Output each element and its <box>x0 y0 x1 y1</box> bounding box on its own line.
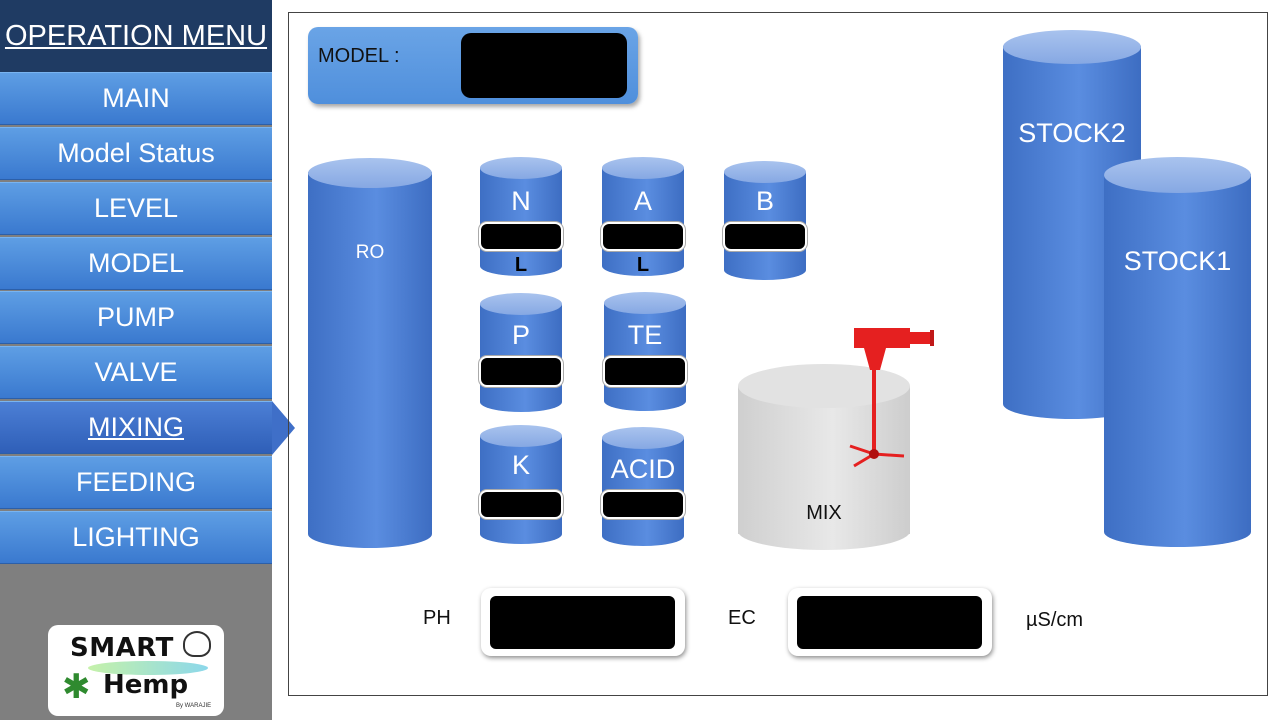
a-tank-level-indicator: L <box>636 254 650 276</box>
mixer-agitator-icon[interactable] <box>846 324 938 472</box>
menu-item-model-status[interactable]: Model Status <box>0 127 272 180</box>
a-tank-bottom <box>602 256 684 276</box>
hemp-leaf-icon: ✱ <box>62 668 91 706</box>
n-tank-display <box>481 224 561 249</box>
ph-readout <box>481 588 685 656</box>
te-tank[interactable]: TE <box>604 292 686 411</box>
menu-title: OPERATION MENU <box>0 0 272 72</box>
ro-tank-top <box>308 158 432 188</box>
te-tank-bottom <box>604 391 686 411</box>
p-tank-label: P <box>511 320 530 350</box>
acid-tank-label: ACID <box>610 454 676 484</box>
stock1-tank-top <box>1104 157 1251 193</box>
n-tank-label: N <box>511 186 531 216</box>
menu-item-model[interactable]: MODEL <box>0 237 272 290</box>
menu-item-mixing[interactable]: MIXING <box>0 401 272 454</box>
k-tank-label: K <box>511 450 530 480</box>
mix-tank[interactable]: MIX <box>738 364 910 550</box>
k-tank-top <box>480 425 562 447</box>
logo-byline: By WARAJIE <box>176 703 212 709</box>
p-tank-top <box>480 293 562 315</box>
ro-tank-bottom <box>308 520 432 548</box>
flexed-arm-icon <box>183 631 211 657</box>
menu-item-valve[interactable]: VALVE <box>0 346 272 399</box>
te-tank-top <box>604 292 686 314</box>
a-tank-top <box>602 157 684 179</box>
logo-line2: Hemp <box>103 670 189 700</box>
model-label: MODEL : <box>318 45 400 67</box>
b-tank-display <box>725 224 805 249</box>
ec-display <box>797 596 982 649</box>
smart-hemp-logo: SMART ✱ Hemp By WARAJIE <box>48 625 224 716</box>
b-tank[interactable]: B <box>724 161 806 280</box>
b-tank-bottom <box>724 260 806 280</box>
acid-tank[interactable]: ACID <box>602 427 684 546</box>
ro-tank[interactable]: RO <box>308 158 432 548</box>
n-tank-level-indicator: L <box>514 254 528 276</box>
n-tank-bottom <box>480 256 562 276</box>
mix-tank-body <box>738 386 910 534</box>
mix-tank-bottom <box>738 512 910 550</box>
stock1-tank-label: STOCK1 <box>1123 246 1232 276</box>
menu-item-feeding[interactable]: FEEDING <box>0 456 272 509</box>
p-tank[interactable]: P <box>480 293 562 412</box>
ec-label: EC <box>728 607 756 629</box>
k-tank-display <box>481 492 561 517</box>
mixing-panel <box>288 12 1268 696</box>
menu-item-lighting[interactable]: LIGHTING <box>0 511 272 564</box>
acid-tank-top <box>602 427 684 449</box>
stock2-tank-label: STOCK2 <box>1018 118 1126 148</box>
p-tank-display <box>481 358 561 385</box>
mix-tank-top <box>738 364 910 408</box>
te-tank-label: TE <box>627 320 663 350</box>
a-tank-display <box>603 224 683 249</box>
n-tank-top <box>480 157 562 179</box>
menu-item-level[interactable]: LEVEL <box>0 182 272 235</box>
model-display <box>461 33 627 98</box>
menu-item-pump[interactable]: PUMP <box>0 291 272 344</box>
logo-swoosh <box>88 661 208 675</box>
active-menu-arrow <box>272 401 295 455</box>
n-tank[interactable]: N L <box>480 157 562 276</box>
k-tank[interactable]: K <box>480 425 562 544</box>
stock1-tank-bottom <box>1104 517 1251 547</box>
ph-display <box>490 596 675 649</box>
a-tank[interactable]: A L <box>602 157 684 276</box>
ph-label: PH <box>423 607 451 629</box>
stock1-tank[interactable]: STOCK1 <box>1104 157 1251 547</box>
a-tank-label: A <box>633 186 652 216</box>
ec-readout <box>788 588 992 656</box>
b-tank-label: B <box>755 186 774 216</box>
model-box: MODEL : <box>308 27 638 104</box>
b-tank-top <box>724 161 806 183</box>
stock2-tank-top <box>1003 30 1141 64</box>
k-tank-bottom <box>480 524 562 544</box>
te-tank-display <box>605 358 685 385</box>
mix-tank-label: MIX <box>806 502 842 524</box>
logo-line1: SMART <box>70 633 174 663</box>
menu-item-main[interactable]: MAIN <box>0 72 272 125</box>
p-tank-bottom <box>480 392 562 412</box>
ro-tank-label: RO <box>355 242 385 263</box>
ec-unit-label: µS/cm <box>1026 609 1084 631</box>
acid-tank-display <box>603 492 683 517</box>
acid-tank-bottom <box>602 526 684 546</box>
sidebar: OPERATION MENU MAIN Model Status LEVEL M… <box>0 0 272 720</box>
